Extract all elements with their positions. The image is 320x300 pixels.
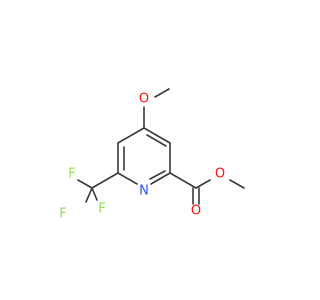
carbonyl-oxygen-label: O [191,204,201,219]
molecule-diagram: O N F F F O O [59,88,245,222]
bond-c2-n-inner [149,170,166,180]
bond-c2-carbonyl [169,172,197,189]
ester-oxygen-label: O [215,167,225,182]
bond-c2-n [150,172,171,185]
bonds [77,88,245,205]
bond-c6-n [117,172,138,185]
structure-canvas: O N F F F O O [59,88,245,222]
bond-c4-c5 [117,127,145,144]
bond-cf3-f-bottom [91,187,98,201]
bond-c4-c3 [143,127,171,144]
bond-c6-cf3 [91,172,119,189]
fluorine-top-label: F [68,167,75,182]
methoxy-oxygen-label: O [139,92,149,107]
bond-cf3-f-top [77,179,93,189]
bond-carbonyl-oester [195,179,211,189]
ring-nitrogen-label: N [139,184,149,199]
bond-oester-methyl [229,179,245,189]
fluorine-bottom-label: F [98,202,105,217]
bond-c3-c3-inner [146,134,167,147]
bond-cf3-f-left [85,187,93,203]
bond-methyl-omethoxy [154,88,170,98]
fluorine-left-label: F [59,207,66,222]
atom-labels: O N F F F O O [59,92,225,222]
